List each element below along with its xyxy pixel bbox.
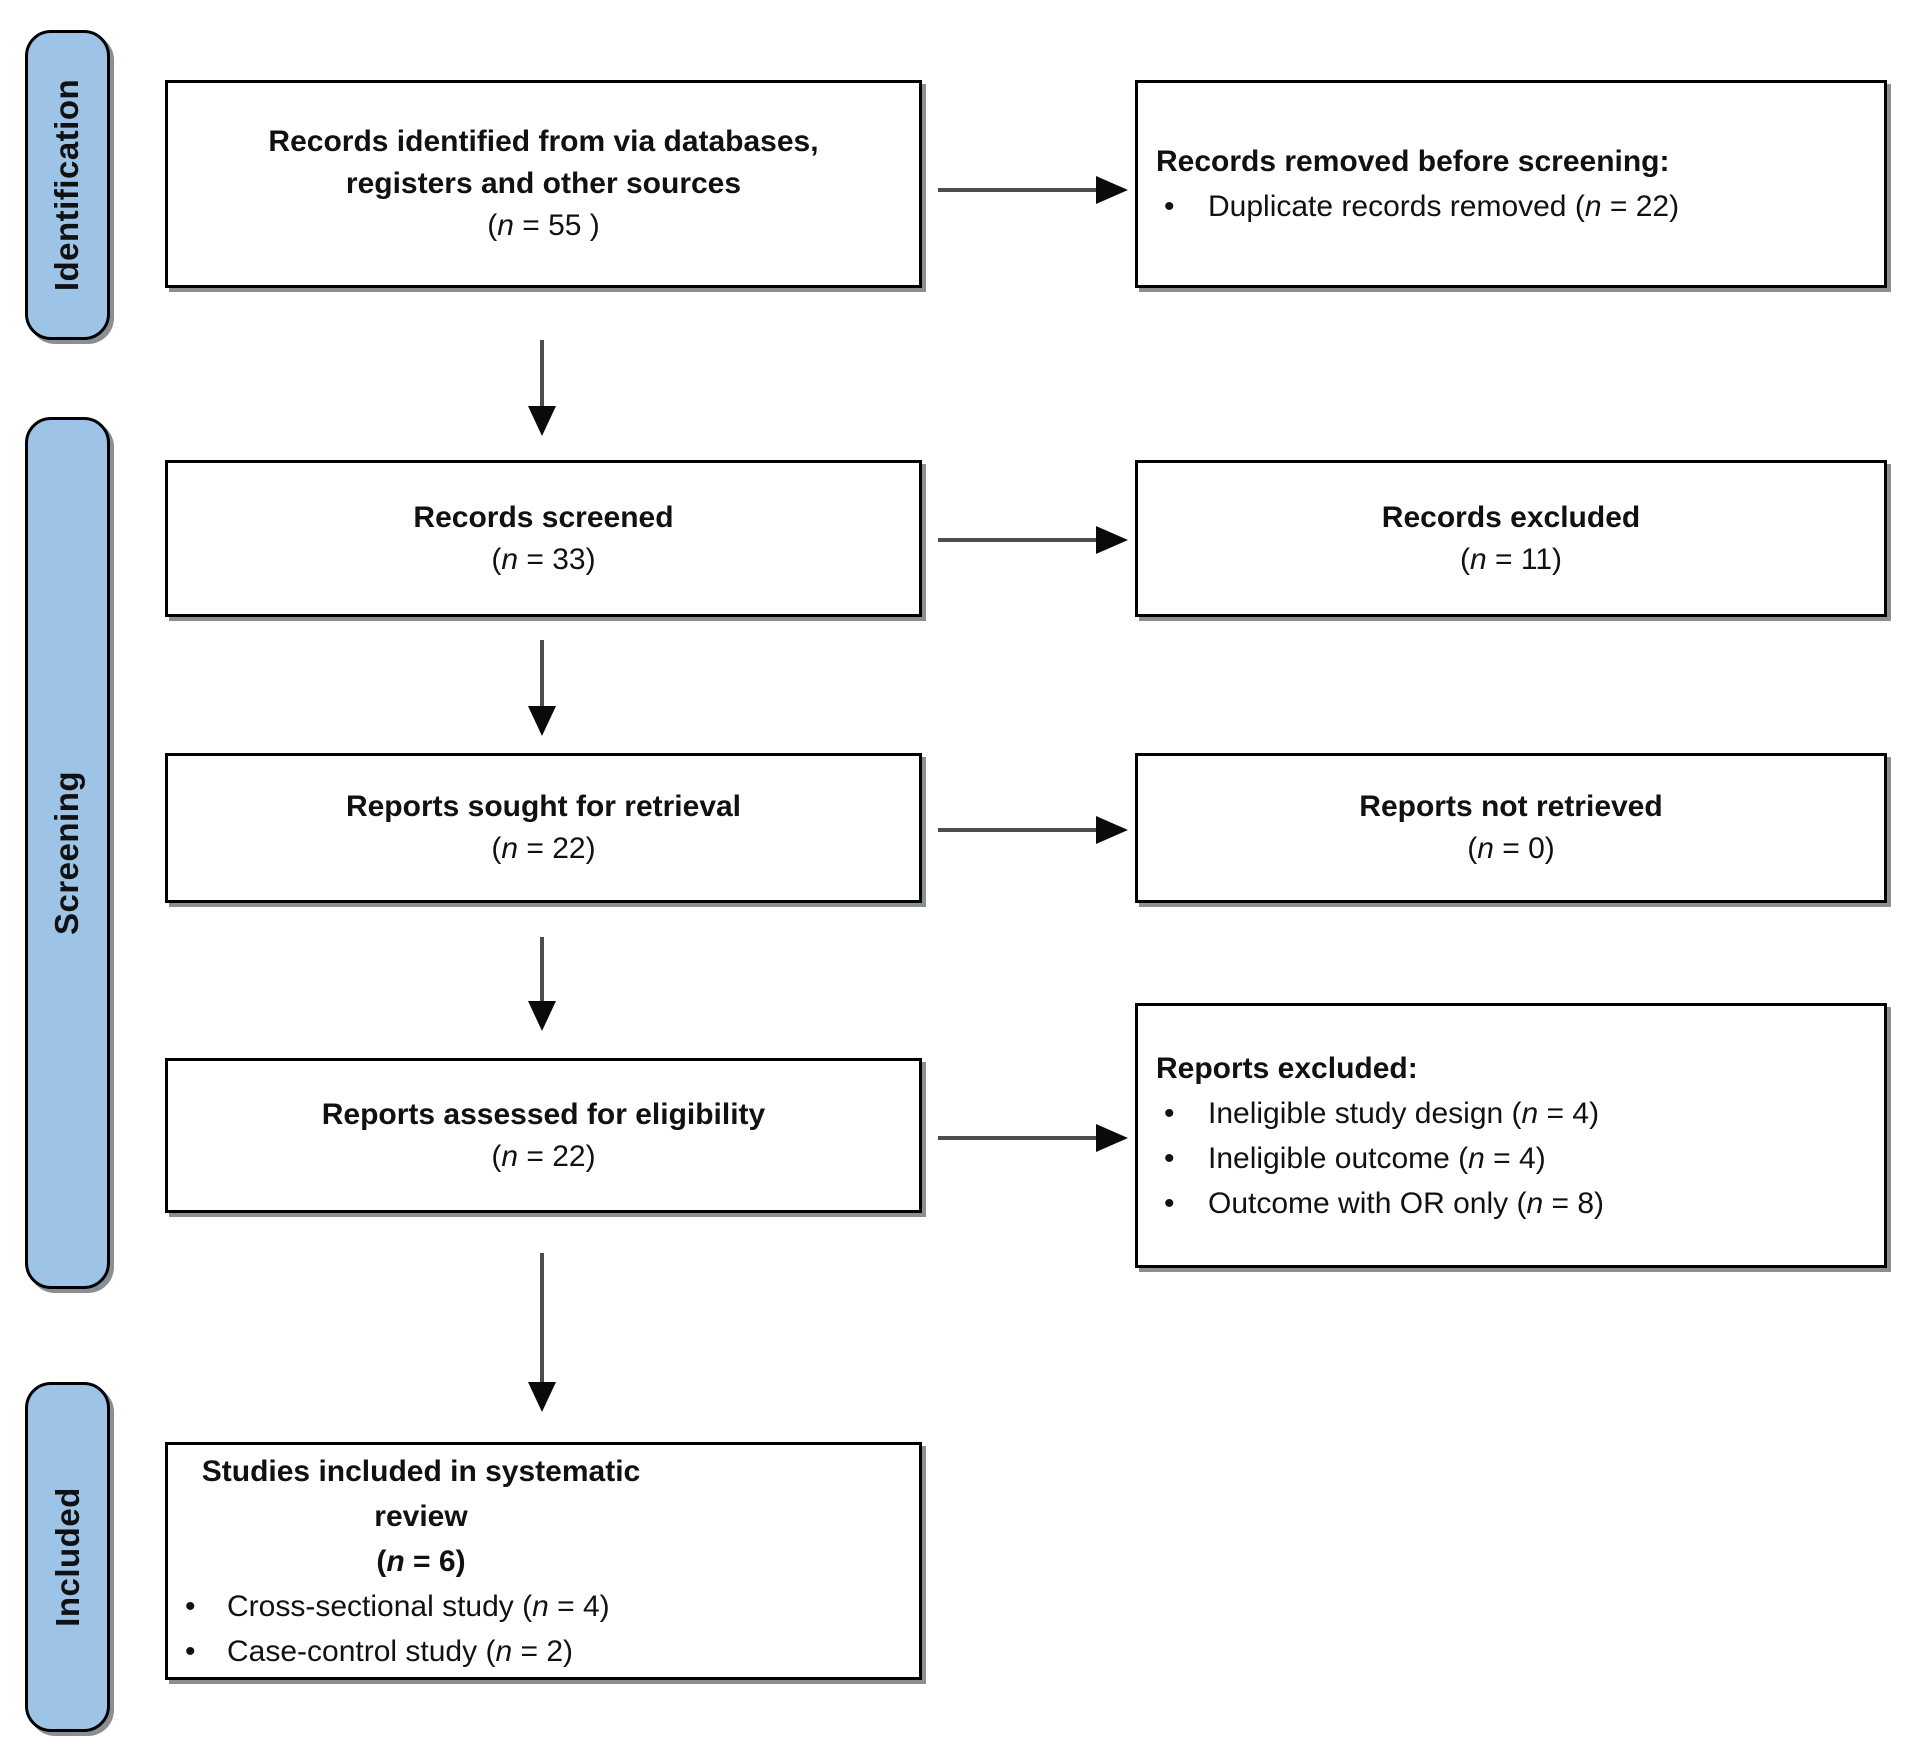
reports-assessed-count: (n = 22) <box>491 1139 596 1173</box>
arrow-sought-to-assessed <box>528 937 556 1031</box>
studies-included-list: Cross-sectional study (n = 4) Case-contr… <box>181 1584 909 1674</box>
stage-label-screening: Screening <box>48 770 86 936</box>
box-reports-not-retrieved: Reports not retrieved (n = 0) <box>1135 753 1887 903</box>
arrow-assessed-to-reportsexcluded <box>938 1124 1128 1152</box>
records-removed-list: Duplicate records removed (n = 22) <box>1156 184 1868 229</box>
studies-included-title: Studies included in systematic review <box>201 1454 641 1533</box>
list-item: Cross-sectional study (n = 4) <box>181 1584 909 1629</box>
records-removed-heading: Records removed before screening: <box>1156 145 1670 178</box>
records-identified-title: Records identified from via databases, r… <box>268 125 819 200</box>
box-records-removed-before-screening: Records removed before screening: Duplic… <box>1135 80 1887 288</box>
arrow-screened-to-sought <box>528 640 556 736</box>
reports-sought-title: Reports sought for retrieval <box>345 790 742 823</box>
box-records-identified: Records identified from via databases, r… <box>165 80 922 288</box>
reports-sought-count: (n = 22) <box>491 832 596 865</box>
records-excluded-count: (n = 11) <box>1459 542 1562 576</box>
list-item: Case-control study (n = 2) <box>181 1629 909 1674</box>
reports-excluded-heading: Reports excluded: <box>1156 1051 1418 1085</box>
studies-included-heading: Studies included in systematic review (n… <box>181 1449 661 1584</box>
box-studies-included: Studies included in systematic review (n… <box>165 1442 922 1680</box>
stage-bar-identification: Identification <box>25 30 110 340</box>
studies-included-count: (n = 6) <box>376 1544 466 1578</box>
arrow-assessed-to-included <box>528 1253 556 1412</box>
records-screened-count: (n = 33) <box>491 542 596 576</box>
list-item: Ineligible outcome (n = 4) <box>1156 1136 1868 1181</box>
list-item: Duplicate records removed (n = 22) <box>1156 184 1868 229</box>
stage-label-identification: Identification <box>48 78 86 292</box>
box-reports-sought: Reports sought for retrieval (n = 22) <box>165 753 922 903</box>
arrow-screened-to-excluded <box>938 526 1128 554</box>
box-records-excluded: Records excluded (n = 11) <box>1135 460 1887 617</box>
arrow-sought-to-notretrieved <box>938 816 1128 844</box>
reports-not-retrieved-title: Reports not retrieved <box>1359 790 1663 823</box>
stage-bar-included: Included <box>25 1382 110 1732</box>
stage-bar-screening: Screening <box>25 417 110 1289</box>
box-records-screened: Records screened (n = 33) <box>165 460 922 617</box>
reports-not-retrieved-count: (n = 0) <box>1467 832 1555 865</box>
reports-assessed-title: Reports assessed for eligibility <box>321 1097 766 1131</box>
records-excluded-title: Records excluded <box>1381 500 1641 534</box>
reports-excluded-list: Ineligible study design (n = 4) Ineligib… <box>1156 1091 1868 1226</box>
arrow-identified-to-removed <box>938 176 1128 204</box>
records-identified-count: (n = 55 ) <box>487 209 600 242</box>
arrow-identified-to-screened <box>528 340 556 436</box>
box-reports-excluded: Reports excluded: Ineligible study desig… <box>1135 1003 1887 1268</box>
list-item: Ineligible study design (n = 4) <box>1156 1091 1868 1136</box>
box-reports-assessed: Reports assessed for eligibility (n = 22… <box>165 1058 922 1213</box>
records-screened-title: Records screened <box>413 500 674 534</box>
stage-label-included: Included <box>48 1487 86 1627</box>
list-item: Outcome with OR only (n = 8) <box>1156 1181 1868 1226</box>
